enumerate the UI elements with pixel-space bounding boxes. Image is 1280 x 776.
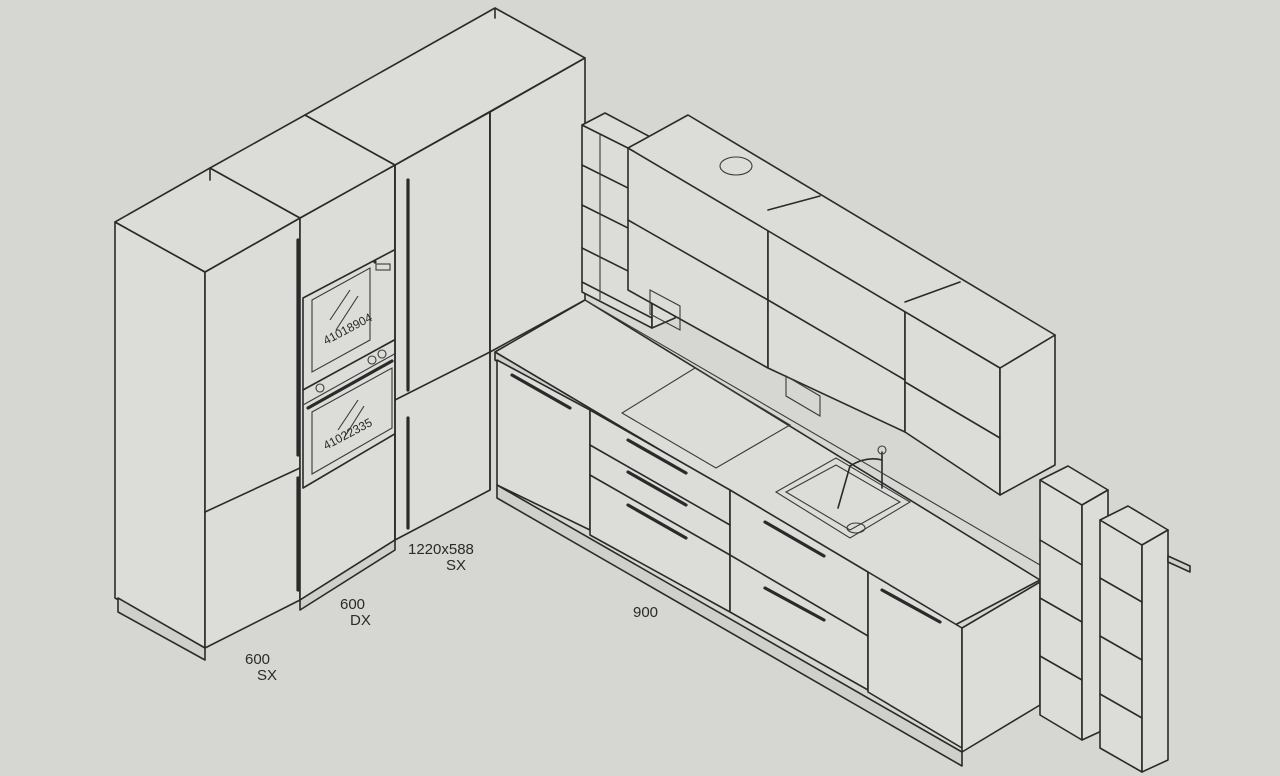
- dim-label-3-side: SX: [446, 557, 466, 574]
- open-shelf-tall-2: [1099, 505, 1191, 773]
- dim-label-1-value: 600: [245, 651, 270, 668]
- hob: [620, 367, 792, 469]
- wall-cabinets: [627, 114, 1056, 496]
- open-shelf-tall-1: [1039, 465, 1109, 741]
- dimension-labels: 600 SX 600 DX 1220x588 SX 900: [245, 541, 658, 684]
- dim-label-3-value: 1220x588: [408, 541, 474, 558]
- sink: [774, 457, 912, 539]
- dim-label-4-value: 900: [633, 604, 658, 621]
- oven: [302, 337, 399, 489]
- tall-unit-left: [114, 167, 301, 661]
- base-cabinets: [494, 299, 1041, 767]
- dim-label-2-value: 600: [340, 596, 365, 613]
- dim-label-1-side: SX: [257, 667, 277, 684]
- faucet-icon: [837, 445, 887, 509]
- tall-unit-right: [304, 7, 586, 541]
- microwave: [302, 247, 399, 391]
- dim-label-2-side: DX: [350, 612, 371, 629]
- ventilation-hole-icon: [719, 156, 753, 176]
